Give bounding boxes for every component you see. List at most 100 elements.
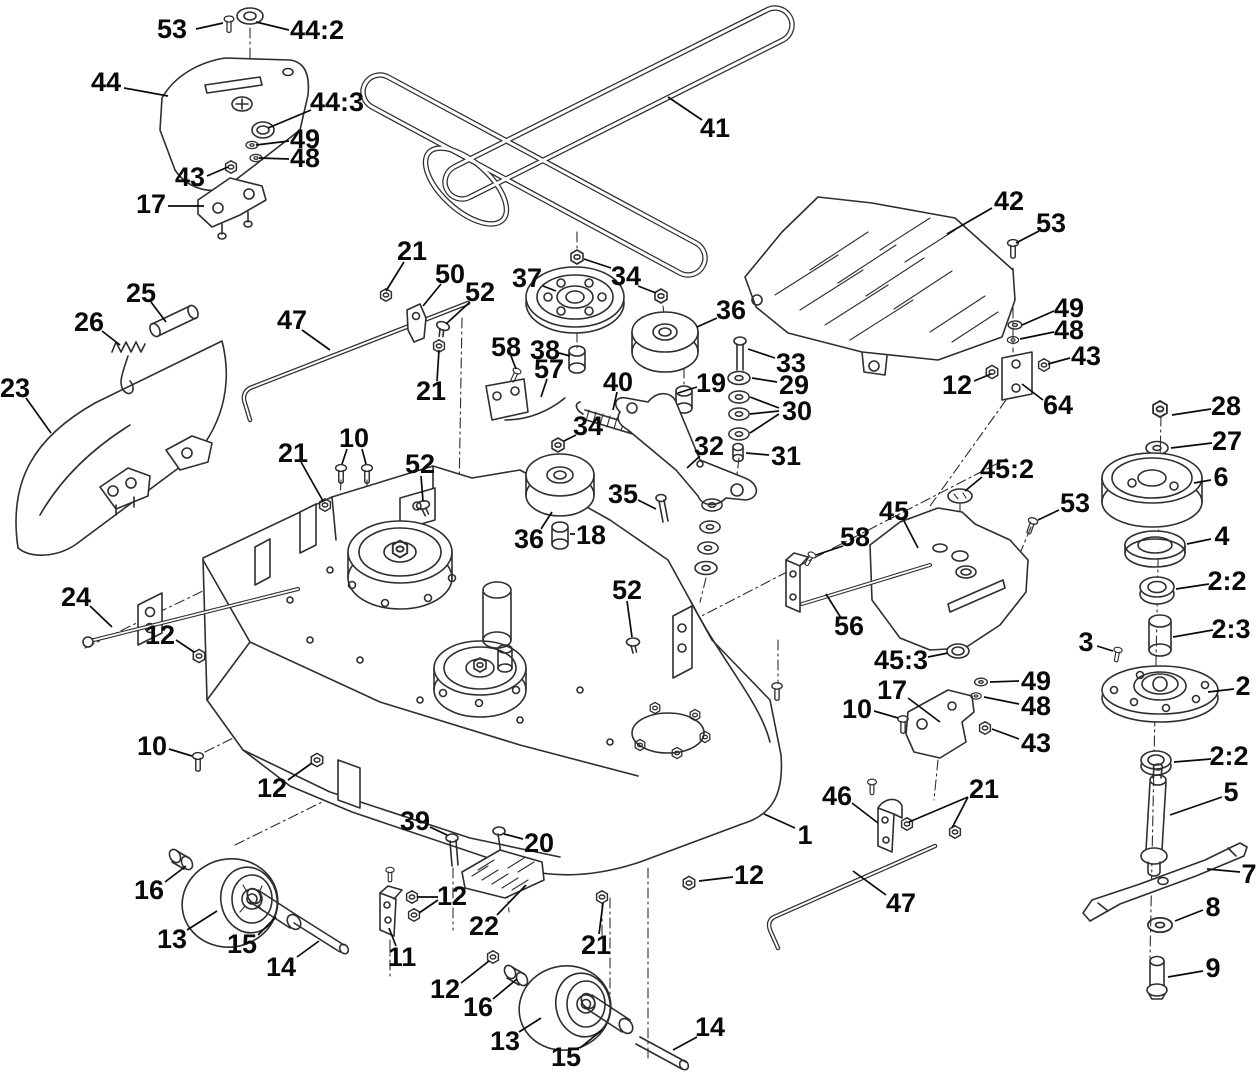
part-number-label: 6 [1213,462,1228,492]
part-number-label: 27 [1212,426,1242,456]
callout-leader-line [686,455,701,469]
part-number-label: 20 [524,828,554,858]
callout-leader-line [1037,509,1060,521]
callout-43-6: 43 [175,162,229,192]
callout-leader-line [1021,383,1044,401]
callout-leader-line [25,397,52,434]
callout-17-54: 17 [877,675,941,723]
callout-14-79: 14 [672,1012,725,1051]
callout-leader-line [255,140,290,146]
callout-leader-line [563,434,577,442]
callout-leader-line [422,283,442,307]
part-number-label: 35 [608,479,638,509]
callout-2-3-85: 2:3 [1172,614,1251,644]
callout-41-8: 41 [667,96,730,143]
callout-12-14: 12 [942,370,992,400]
deck-spindle-pulley-left [347,520,457,610]
part-number-label: 48 [1054,315,1084,345]
callout-leader-line [667,96,703,121]
callout-leader-line [1175,583,1210,590]
callout-52-23: 52 [445,277,495,325]
callout-3-86: 3 [1078,627,1114,657]
callout-47-60: 47 [852,870,916,918]
callout-46-56: 46 [822,781,879,824]
callout-53-0: 53 [157,14,224,44]
callout-10-63: 10 [137,731,193,761]
callout-15-67: 15 [227,916,277,959]
part-number-label: 21 [397,236,427,266]
callout-leader-line [964,476,983,492]
caster-wheel-right [486,949,690,1071]
callout-leader-line [852,870,887,896]
callout-8-91: 8 [1174,892,1221,922]
part-number-label: 16 [134,875,164,905]
callout-43-53: 43 [991,728,1051,758]
callout-45-3-50: 45:3 [874,645,949,675]
callout-leader-line [626,600,633,638]
callout-leader-line [927,652,949,658]
callout-23-18: 23 [0,373,52,434]
part-number-label: 11 [388,942,417,972]
callout-leader-line [296,940,320,958]
part-number-label: 41 [700,113,730,143]
callout-13-77: 13 [490,1017,542,1056]
nut-21-b [595,889,609,905]
callout-leader-line [89,605,113,628]
part-number-label: 37 [512,263,542,293]
callout-leader-line [1015,230,1040,244]
callout-leader-line [1170,442,1213,449]
callout-4-83: 4 [1186,521,1230,551]
part-number-label: 48 [1021,691,1051,721]
callout-17-7: 17 [136,189,204,219]
callout-12-62: 12 [145,620,195,653]
callout-49-4: 49 [255,124,320,154]
callout-20-72: 20 [503,828,554,858]
callout-12-75: 12 [430,960,490,1004]
part-number-label: 36 [514,524,544,554]
callout-21-57: 21 [908,774,999,829]
part-number-label: 21 [278,438,308,468]
part-number-label: 2:2 [1209,741,1248,771]
part-number-label: 49 [1021,666,1051,696]
callout-33-33: 33 [747,348,806,378]
callout-38-29: 38 [530,335,571,365]
callout-leader-line [300,461,324,502]
part-number-label: 4 [1214,521,1229,551]
callout-64-15: 64 [1021,383,1073,420]
part-number-label: 33 [776,348,806,378]
part-number-label: 10 [339,423,369,453]
callout-leader-line [492,978,518,1000]
callout-leader-line [747,348,776,359]
part-number-label: 42 [994,186,1024,216]
part-number-label: 2 [1235,671,1250,701]
callout-leader-line [1021,310,1055,326]
part-number-label: 34 [573,411,603,441]
callout-leader-line [637,285,657,294]
bracket-11-group [379,866,421,937]
part-number-label: 12 [734,860,764,890]
part-number-label: 57 [534,354,564,384]
callout-24-61: 24 [61,582,113,628]
callout-leader-line [206,166,229,177]
callout-leader-line [951,796,969,829]
part-number-label: 14 [695,1012,725,1042]
step-plate-group [445,826,545,899]
part-number-label: 22 [469,911,499,941]
part-number-label: 32 [694,431,724,461]
callout-leader-line [983,696,1020,705]
part-number-label: 36 [716,295,746,325]
callout-52-42: 52 [612,575,642,638]
callout-12-59: 12 [698,860,764,890]
callout-leader-line [510,355,517,370]
part-number-label: 25 [126,278,156,308]
callout-39-71: 39 [400,806,448,836]
idler-hardware-stack-upper [727,336,751,463]
part-number-label: 21 [581,930,611,960]
bracket-57 [485,366,566,421]
sleeve-25 [149,304,199,338]
part-number-label: 13 [490,1026,520,1056]
callout-leader-line [460,960,490,984]
callout-leader-line [1174,909,1204,922]
callout-53-10: 53 [1015,208,1066,244]
callout-leader-line [168,748,193,757]
